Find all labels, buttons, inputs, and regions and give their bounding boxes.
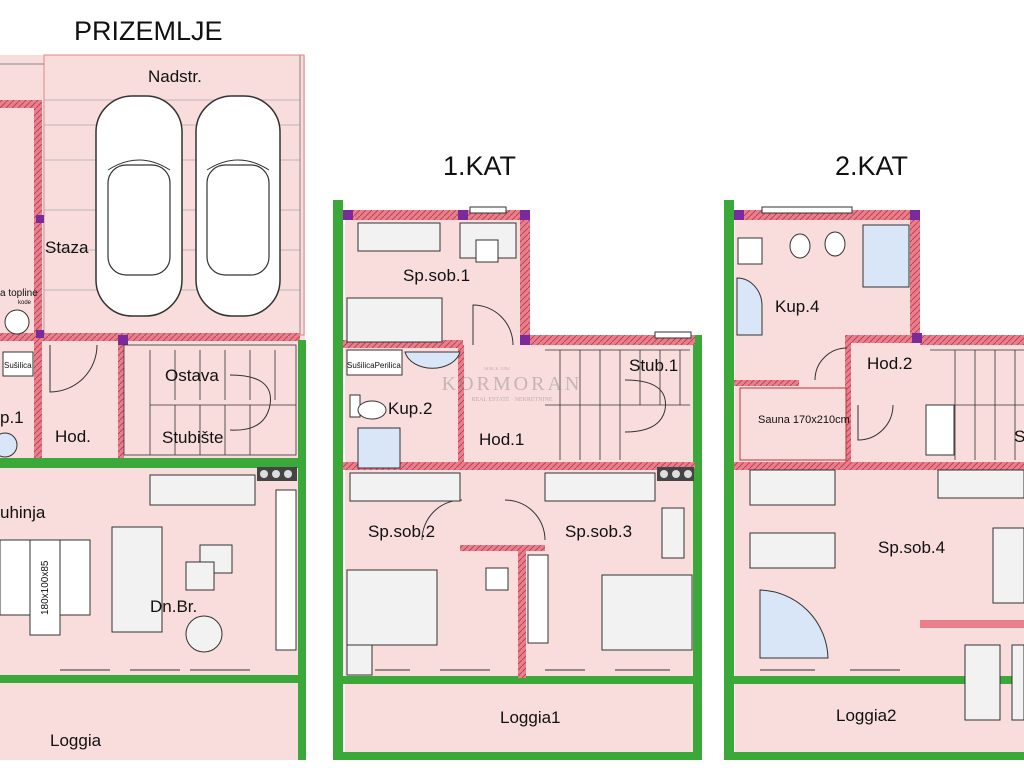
ground-floor-plan (0, 54, 306, 760)
table-dimension-label: 180x100x85 (40, 560, 51, 615)
room-label-dryer-washer: SušilicaPerilica (347, 361, 401, 370)
room-label-kode: kode (18, 300, 32, 306)
room-label-hall: Hod. (55, 427, 91, 446)
watermark-brand: KORMORAN (442, 373, 583, 395)
car-icon (95, 95, 183, 317)
room-label-kitchen: uhinja (0, 503, 46, 522)
room-label-bath2: Kup.2 (388, 399, 432, 418)
car-icon (195, 95, 281, 317)
room-label-path: Staza (45, 238, 89, 257)
room-label-stairs: Stubište (162, 428, 223, 447)
room-label-loggia: Loggia (50, 731, 102, 750)
first-floor-title: 1.KAT (443, 151, 516, 181)
watermark-since: SINCE 1992 (484, 367, 510, 372)
second-floor-plan (724, 200, 1024, 760)
second-floor-title: 2.KAT (835, 151, 908, 181)
room-label-hall2: Hod.2 (867, 354, 912, 373)
room-label-bath4: Kup.4 (775, 297, 819, 316)
room-label-bedroom3: Sp.sob.3 (565, 522, 632, 541)
room-label-heat-pump: a topline (0, 288, 38, 299)
room-label-bedroom4: Sp.sob.4 (878, 538, 945, 557)
room-label-bath1: p.1 (0, 408, 24, 427)
room-label-dryer: Sušilica (4, 361, 32, 370)
room-label-loggia1: Loggia1 (500, 708, 561, 727)
room-label-bedroom2: Sp.sob.2 (368, 522, 435, 541)
room-label-stairs1: Stub.1 (629, 356, 678, 375)
room-label-storage: Ostava (165, 366, 219, 385)
watermark-logo: SINCE 1992 KORMORAN REAL ESTATE · NEKRET… (442, 367, 583, 403)
room-label-bedroom1: Sp.sob.1 (403, 266, 470, 285)
room-label-loggia2: Loggia2 (836, 706, 897, 725)
room-label-sauna: Sauna 170x210cm (758, 414, 850, 426)
ground-floor-title: PRIZEMLJE (74, 16, 223, 46)
room-label-hall1: Hod.1 (479, 430, 524, 449)
room-label-stairs-partial: S (1014, 427, 1024, 446)
room-label-living: Dn.Br. (150, 597, 197, 616)
first-floor-plan (333, 200, 702, 760)
room-label-carport: Nadstr. (148, 67, 202, 86)
watermark-tagline: REAL ESTATE · NEKRETNINE (471, 397, 552, 403)
